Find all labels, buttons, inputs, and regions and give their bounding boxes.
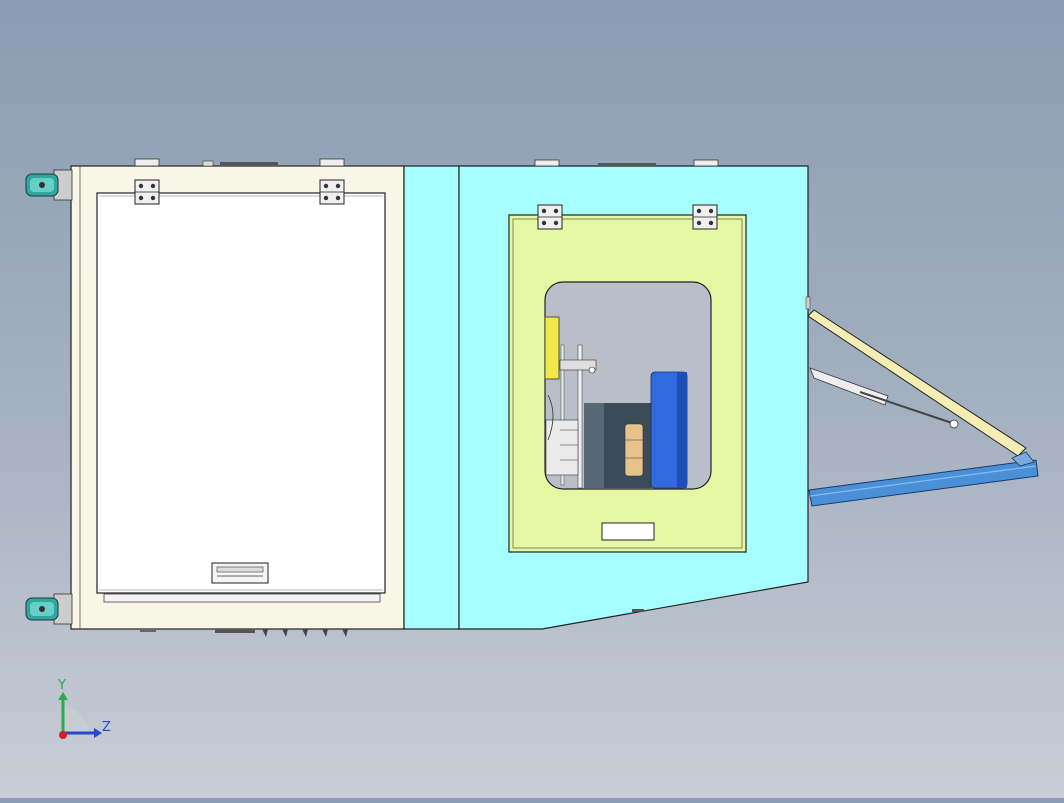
left-door-panel[interactable] <box>96 192 386 603</box>
viewing-window[interactable] <box>544 281 712 490</box>
gas-strut-arm[interactable] <box>805 296 1027 457</box>
support-rail[interactable] <box>808 451 1039 507</box>
hinge-icon <box>134 179 160 205</box>
cyan-side-panel[interactable] <box>403 165 460 630</box>
hinge-icon <box>319 179 345 205</box>
triad-z-label: Z <box>102 720 111 735</box>
door-handle-icon[interactable] <box>211 562 269 584</box>
bottom-feet <box>140 629 348 637</box>
nameplate <box>601 522 655 541</box>
coordinate-triad-icon <box>58 692 102 739</box>
triad-y-label: Y <box>58 678 66 693</box>
caster-wheel-icon <box>25 169 73 201</box>
caster-wheel-icon <box>25 593 73 625</box>
hinge-icon <box>537 204 563 230</box>
hinge-icon <box>692 204 718 230</box>
